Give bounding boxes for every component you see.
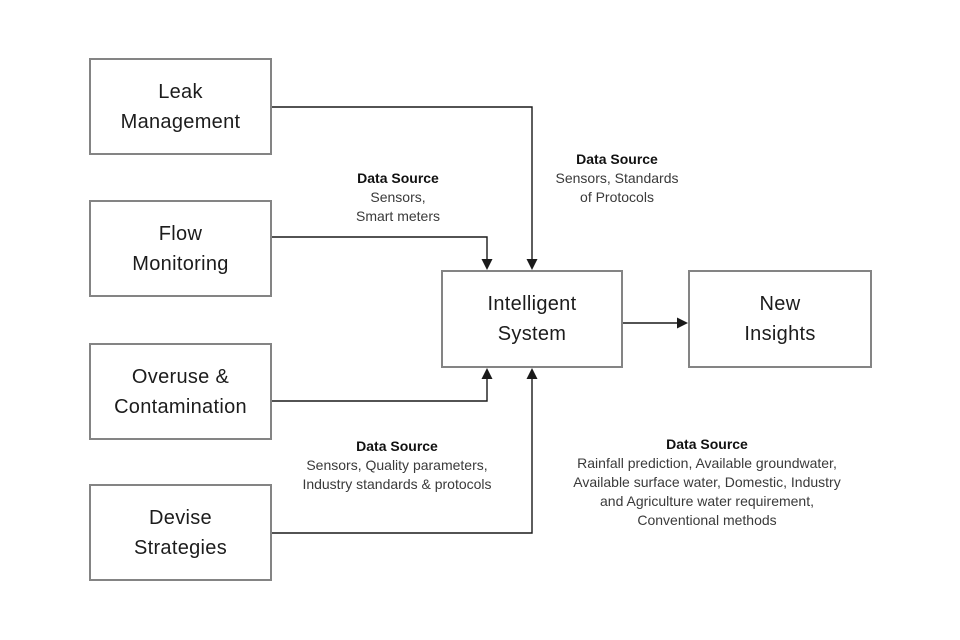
data-source-items: Rainfall prediction, Available groundwat… — [573, 455, 841, 528]
data-source-label-overuse: Data Source Sensors, Quality parameters,… — [267, 437, 527, 494]
data-source-items: Sensors, Quality parameters, Industry st… — [302, 457, 492, 492]
connector-overuse-to-intelligent — [272, 378, 488, 402]
node-leak-management: Leak Management — [89, 58, 272, 155]
arrowhead-down-icon — [526, 259, 538, 270]
data-source-title: Data Source — [356, 438, 438, 454]
connector-flow-to-intelligent — [272, 236, 488, 260]
node-label: Flow Monitoring — [132, 222, 229, 275]
data-source-title: Data Source — [576, 151, 658, 167]
data-source-title: Data Source — [357, 170, 439, 186]
arrowhead-up-icon — [481, 368, 493, 379]
node-label: Leak Management — [120, 80, 241, 133]
node-flow-monitoring: Flow Monitoring — [89, 200, 272, 297]
arrowhead-down-icon — [481, 259, 493, 270]
arrowhead-right-icon — [677, 317, 688, 329]
connector-devise-to-intelligent — [272, 378, 533, 534]
data-source-items: Sensors, Standards of Protocols — [555, 170, 679, 205]
node-label: Overuse & Contamination — [114, 365, 247, 418]
data-source-label-leak: Data Source Sensors, Standards of Protoc… — [507, 150, 727, 207]
data-source-label-flow: Data Source Sensors, Smart meters — [288, 169, 508, 226]
data-source-items: Sensors, Smart meters — [355, 189, 440, 224]
node-new-insights: New Insights — [688, 270, 872, 368]
arrowhead-up-icon — [526, 368, 538, 379]
node-devise-strategies: Devise Strategies — [89, 484, 272, 581]
node-label: Devise Strategies — [133, 506, 228, 559]
node-intelligent-system: Intelligent System — [441, 270, 623, 368]
data-source-label-devise: Data Source Rainfall prediction, Availab… — [540, 435, 874, 530]
data-source-title: Data Source — [666, 436, 748, 452]
node-overuse-contamination: Overuse & Contamination — [89, 343, 272, 440]
node-label: Intelligent System — [487, 293, 577, 345]
connector-leak-to-intelligent — [272, 106, 533, 260]
node-label: New Insights — [744, 293, 816, 345]
